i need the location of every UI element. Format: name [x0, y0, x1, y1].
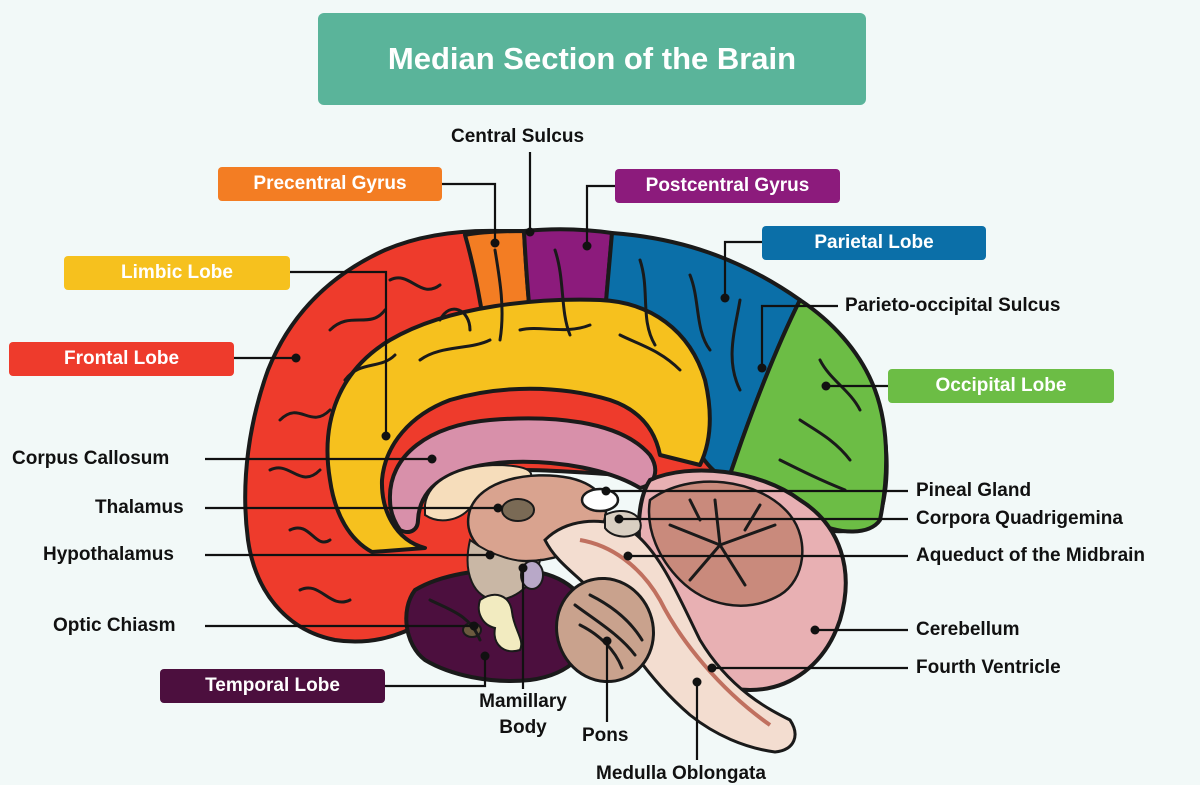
label-optic-chiasm: Optic Chiasm: [53, 615, 175, 637]
label-central-sulcus: Central Sulcus: [451, 126, 584, 148]
label-frontal-lobe: Frontal Lobe: [9, 342, 234, 376]
label-aqueduct-of-the-midbrain: Aqueduct of the Midbrain: [916, 545, 1145, 567]
label-fourth-ventricle: Fourth Ventricle: [916, 657, 1061, 679]
label-cerebellum: Cerebellum: [916, 619, 1019, 641]
label-pineal-gland: Pineal Gland: [916, 480, 1031, 502]
label-pons: Pons: [582, 725, 628, 747]
label-mamillary-body: Mamillary Body: [470, 691, 576, 739]
label-limbic-lobe: Limbic Lobe: [64, 256, 290, 290]
label-precentral-gyrus: Precentral Gyrus: [218, 167, 442, 201]
diagram-title: Median Section of the Brain: [318, 13, 866, 105]
label-parietal-lobe: Parietal Lobe: [762, 226, 986, 260]
label-hypothalamus: Hypothalamus: [43, 544, 174, 566]
label-mamillary-body-line2: Body: [470, 717, 576, 739]
quadrigemina-region: [605, 511, 641, 537]
label-temporal-lobe: Temporal Lobe: [160, 669, 385, 703]
label-parieto-occipital-sulcus: Parieto-occipital Sulcus: [845, 295, 1060, 317]
label-postcentral-gyrus: Postcentral Gyrus: [615, 169, 840, 203]
label-mamillary-body-line1: Mamillary: [470, 691, 576, 713]
label-occipital-lobe: Occipital Lobe: [888, 369, 1114, 403]
label-corpora-quadrigemina: Corpora Quadrigemina: [916, 508, 1123, 530]
label-thalamus: Thalamus: [95, 497, 184, 519]
label-corpus-callosum: Corpus Callosum: [12, 448, 169, 470]
label-medulla-oblongata: Medulla Oblongata: [596, 763, 766, 785]
pineal-region: [582, 489, 618, 511]
thalamus-nucleus: [502, 499, 534, 521]
